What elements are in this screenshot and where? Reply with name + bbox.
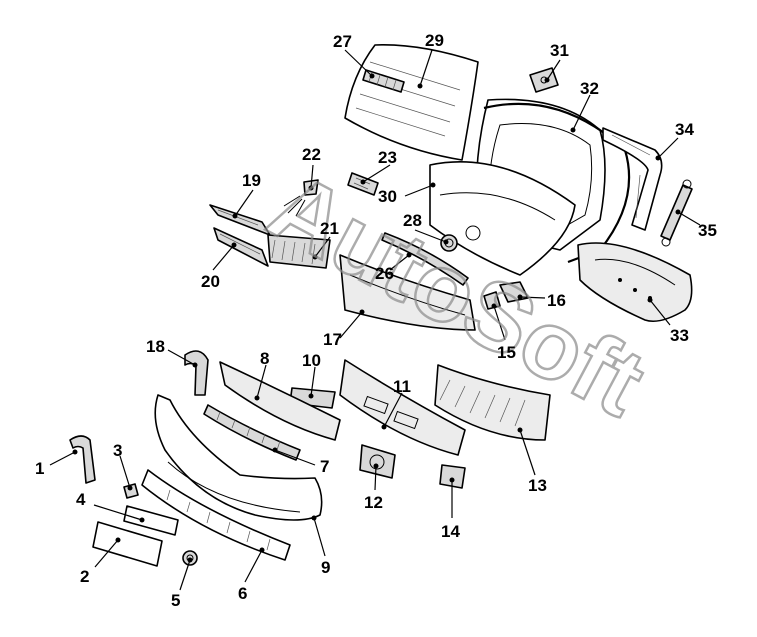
callout-10: 10 bbox=[302, 351, 321, 370]
callout-23: 23 bbox=[378, 148, 397, 167]
callout-29: 29 bbox=[425, 31, 444, 50]
part-tailgate-lock bbox=[529, 67, 559, 93]
leader-lines bbox=[49, 49, 701, 591]
part-impact-absorber bbox=[339, 359, 466, 456]
part-side-trim bbox=[602, 127, 663, 231]
callout-31: 31 bbox=[550, 41, 569, 60]
callout-12: 12 bbox=[364, 493, 383, 512]
callout-labels: 1 2 3 4 5 6 7 8 9 10 11 12 13 14 15 16 1… bbox=[35, 31, 717, 610]
part-licence-plate bbox=[92, 521, 163, 567]
part-plate-holder bbox=[123, 505, 179, 536]
callout-4: 4 bbox=[76, 490, 86, 509]
callout-28: 28 bbox=[403, 211, 422, 230]
part-tailgate-trim-panel bbox=[577, 242, 693, 323]
callout-5: 5 bbox=[171, 591, 180, 610]
part-bumper-side-bracket bbox=[219, 361, 341, 441]
callout-3: 3 bbox=[113, 441, 122, 460]
part-tailgate-moulding bbox=[381, 232, 469, 286]
callout-9: 9 bbox=[321, 558, 330, 577]
callout-27: 27 bbox=[333, 32, 352, 51]
callout-21: 21 bbox=[320, 219, 339, 238]
callout-15: 15 bbox=[497, 343, 516, 362]
part-bumper-reinforcement bbox=[434, 364, 551, 441]
callout-17: 17 bbox=[323, 330, 342, 349]
callout-2: 2 bbox=[80, 567, 89, 586]
part-bumper-cover bbox=[154, 394, 323, 521]
callout-22: 22 bbox=[302, 145, 321, 164]
callout-16: 16 bbox=[547, 291, 566, 310]
callout-19: 19 bbox=[242, 171, 261, 190]
part-bumper-carrier-upper bbox=[339, 254, 476, 331]
part-bumper-strip bbox=[203, 404, 301, 461]
callout-14: 14 bbox=[441, 522, 460, 541]
callout-32: 32 bbox=[580, 79, 599, 98]
part-rear-window-glass bbox=[344, 44, 479, 161]
callout-11: 11 bbox=[393, 377, 411, 396]
callout-8: 8 bbox=[260, 349, 269, 368]
part-bracket-lower bbox=[213, 227, 269, 267]
callout-30: 30 bbox=[378, 187, 397, 206]
callout-20: 20 bbox=[201, 272, 220, 291]
part-rear-lamp bbox=[267, 234, 331, 269]
callout-18: 18 bbox=[146, 337, 165, 356]
leader-dots bbox=[72, 73, 681, 563]
callout-34: 34 bbox=[675, 120, 694, 139]
callout-26: 26 bbox=[375, 264, 394, 283]
part-tailgate-panel bbox=[429, 161, 576, 276]
part-fog-lamp bbox=[359, 444, 396, 479]
part-clip bbox=[123, 483, 139, 499]
callout-7: 7 bbox=[320, 457, 329, 476]
part-tow-eye-cover bbox=[69, 435, 96, 484]
callout-35: 35 bbox=[698, 221, 717, 240]
part-lower-valance bbox=[141, 469, 291, 561]
callout-33: 33 bbox=[670, 326, 689, 345]
callout-13: 13 bbox=[528, 476, 547, 495]
part-reflector bbox=[439, 464, 466, 489]
part-bumper-clip bbox=[184, 350, 209, 396]
callout-6: 6 bbox=[238, 584, 247, 603]
callout-1: 1 bbox=[35, 459, 44, 478]
